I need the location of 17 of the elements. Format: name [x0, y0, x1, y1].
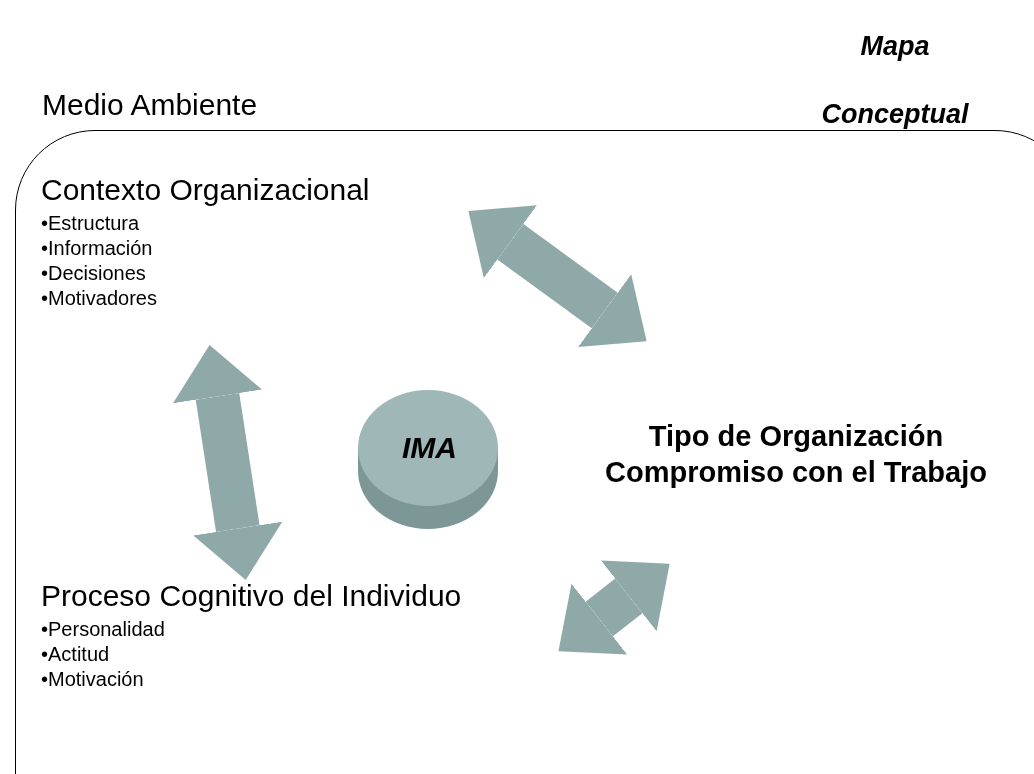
- diagram-title: Mapa Conceptual: [820, 30, 970, 131]
- double-arrow: [558, 560, 670, 655]
- bullet-item: •Personalidad: [41, 617, 166, 642]
- double-arrow: [173, 345, 283, 580]
- bullet-item: •Motivación: [41, 667, 145, 692]
- node-label: Compromiso con el Trabajo: [605, 454, 987, 490]
- bullet-item: •Decisiones: [41, 261, 147, 286]
- bullet-item: •Estructura: [41, 211, 141, 236]
- bullet-item: •Información: [41, 236, 154, 261]
- bullet-item: •Motivadores: [41, 286, 158, 311]
- node-heading: Contexto Organizacional: [41, 173, 371, 207]
- node-label: IMA: [402, 430, 457, 465]
- node-label: Tipo de Organización: [648, 418, 944, 454]
- node-heading: Proceso Cognitivo del Individuo: [41, 579, 463, 613]
- frame-heading: Medio Ambiente: [42, 88, 258, 122]
- double-arrow: [468, 205, 647, 347]
- bullet-item: •Actitud: [41, 642, 111, 667]
